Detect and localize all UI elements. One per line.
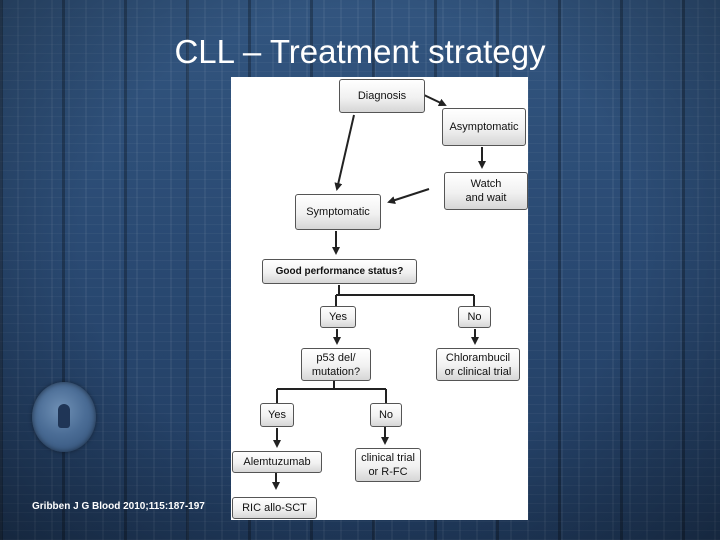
keyhole-icon	[32, 382, 96, 452]
flowchart-panel: Diagnosis Asymptomatic Watch and wait Sy…	[231, 77, 528, 520]
flowchart-connectors	[272, 94, 486, 490]
node-diagnosis: Diagnosis	[339, 79, 425, 113]
slide-title: CLL – Treatment strategy	[174, 33, 546, 70]
node-p53: p53 del/ mutation?	[301, 348, 371, 381]
node-ric-allo-sct: RIC allo-SCT	[232, 497, 317, 519]
node-chlorambucil: Chlorambucil or clinical trial	[436, 348, 520, 381]
node-clinical-trial-rfc: clinical trial or R-FC	[355, 448, 421, 482]
node-symptomatic: Symptomatic	[295, 194, 381, 230]
arrow-diagnosis-symptomatic	[334, 114, 355, 191]
node-alemtuzumab: Alemtuzumab	[232, 451, 322, 473]
node-no-2: No	[370, 403, 402, 427]
node-good-performance-status: Good performance status?	[262, 259, 417, 284]
node-yes-2: Yes	[260, 403, 294, 427]
node-yes-1: Yes	[320, 306, 356, 328]
node-asymptomatic: Asymptomatic	[442, 108, 526, 146]
node-no-1: No	[458, 306, 491, 328]
arrow-watch-symptomatic	[387, 188, 430, 204]
keyhole-slot	[58, 404, 70, 428]
citation: Gribben J G Blood 2010;115:187-197	[32, 501, 205, 512]
node-watch-and-wait: Watch and wait	[444, 172, 528, 210]
arrow-diagnosis-asymptomatic	[423, 94, 447, 107]
